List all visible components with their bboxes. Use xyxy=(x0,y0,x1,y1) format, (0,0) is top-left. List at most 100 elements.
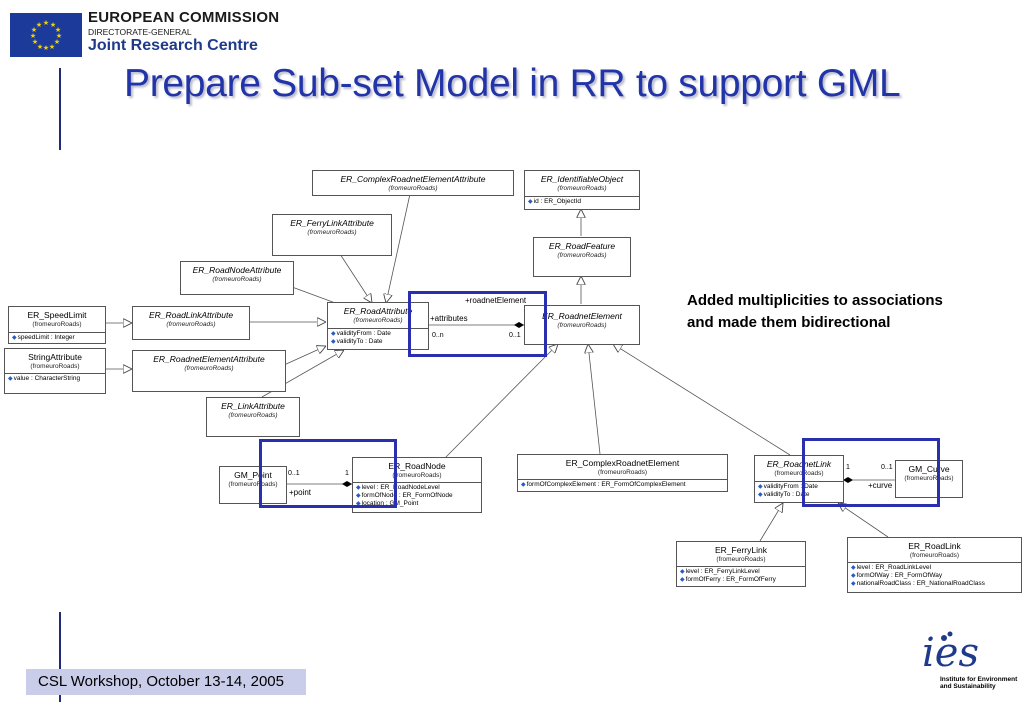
class-package: (fromeuroRoads) xyxy=(597,469,648,476)
class-attribute: validityTo : Date xyxy=(328,338,428,346)
class-package: (fromeuroRoads) xyxy=(388,185,438,192)
class-name: ER_ComplexRoadnetElement xyxy=(565,458,680,468)
class-name: ER_RoadLink xyxy=(908,541,961,551)
class-attribute: formOfFerry : ER_FormOfFerry xyxy=(677,576,805,584)
class-road-feature: ER_RoadFeature (fromeuroRoads) xyxy=(533,237,631,277)
class-attribute: level : ER_RoadNodeLevel xyxy=(353,484,481,492)
class-package: (fromeuroRoads) xyxy=(904,475,954,482)
class-name: GM_Point xyxy=(234,470,272,480)
org-name: EUROPEAN COMMISSION xyxy=(88,9,280,26)
class-road-node: ER_RoadNode (fromeuroRoads) level : ER_R… xyxy=(352,457,482,513)
class-name: ER_RoadnetElementAttribute xyxy=(153,354,265,364)
class-complex-roadnet-element: ER_ComplexRoadnetElement (fromeuroRoads)… xyxy=(517,454,728,492)
class-gm-point: GM_Point (fromeuroRoads) xyxy=(219,466,287,504)
class-package: (fromeuroRoads) xyxy=(307,229,357,236)
svg-text:★: ★ xyxy=(50,21,56,29)
svg-text:★: ★ xyxy=(37,43,43,51)
role-curve: +curve xyxy=(868,481,893,490)
class-package: (fromeuroRoads) xyxy=(557,185,607,192)
multiplicity-1: 1 xyxy=(846,464,850,471)
class-attribute: level : ER_RoadLinkLevel xyxy=(848,564,1021,572)
class-package: (fromeuroRoads) xyxy=(30,363,80,370)
class-name: ER_SpeedLimit xyxy=(27,310,87,320)
multiplicity-0n: 0..n xyxy=(432,332,444,339)
class-package: (fromeuroRoads) xyxy=(909,552,960,559)
class-attribute: location : GM_Point xyxy=(353,500,481,508)
class-package: (fromeuroRoads) xyxy=(212,276,262,283)
class-package: (fromeuroRoads) xyxy=(557,322,607,329)
class-name: GM_Curve xyxy=(908,464,950,474)
class-attribute: nationalRoadClass : ER_NationalRoadClass xyxy=(848,580,1021,588)
svg-text:★: ★ xyxy=(55,26,61,34)
class-name: ER_RoadNode xyxy=(388,461,446,471)
class-attribute: formOfNode : ER_FormOfNode xyxy=(353,492,481,500)
class-name: ER_RoadLinkAttribute xyxy=(148,310,234,320)
class-gm-curve: GM_Curve (fromeuroRoads) xyxy=(895,460,963,498)
ies-logo-text: ies xyxy=(922,630,979,676)
class-ferry-link-attribute: ER_FerryLinkAttribute (fromeuroRoads) xyxy=(272,214,392,256)
svg-text:★: ★ xyxy=(30,32,36,40)
class-roadnet-element-attribute: ER_RoadnetElementAttribute (fromeuroRoad… xyxy=(132,350,286,392)
multiplicity-01: 0..1 xyxy=(288,470,300,477)
eu-flag-logo: ★★★ ★★★ ★★★ ★★★ xyxy=(10,13,82,57)
class-attribute: validityTo : Date xyxy=(755,491,843,499)
centre-name: Joint Research Centre xyxy=(88,37,258,54)
class-identifiable-object: ER_IdentifiableObject (fromeuroRoads) id… xyxy=(524,170,640,210)
role-point: +point xyxy=(289,488,312,497)
annotation-note: Added multiplicities to associations and… xyxy=(687,292,943,331)
class-name: ER_ComplexRoadnetElementAttribute xyxy=(340,174,486,184)
highlight-box xyxy=(408,291,547,357)
class-complex-roadnet-element-attribute: ER_ComplexRoadnetElementAttribute (frome… xyxy=(312,170,514,196)
footer-text: CSL Workshop, October 13-14, 2005 xyxy=(38,673,284,690)
class-package: (fromeuroRoads) xyxy=(353,317,403,324)
class-string-attribute: StringAttribute (fromeuroRoads) value : … xyxy=(4,348,106,394)
class-name: ER_FerryLink xyxy=(715,545,767,555)
class-name: ER_RoadAttribute xyxy=(343,306,413,316)
class-attribute: level : ER_FerryLinkLevel xyxy=(677,568,805,576)
svg-text:★: ★ xyxy=(56,32,62,40)
class-package: (fromeuroRoads) xyxy=(184,365,234,372)
highlight-box xyxy=(259,439,397,508)
ies-subtitle: Institute for Environment and Sustainabi… xyxy=(940,676,1018,690)
class-roadnet-element: ER_RoadnetElement (fromeuroRoads) xyxy=(524,305,640,345)
multiplicity-01: 0..1 xyxy=(881,464,893,471)
class-attribute: id : ER_ObjectId xyxy=(525,198,639,206)
ies-logo: ies xyxy=(918,628,1013,683)
class-package: (fromeuroRoads) xyxy=(392,472,442,479)
role-roadnet-element: +roadnetElement xyxy=(465,296,527,305)
class-package: (fromeuroRoads) xyxy=(557,252,607,259)
class-attribute: validityFrom : Date xyxy=(328,330,428,338)
left-accent-line-bottom xyxy=(59,612,61,702)
class-road-attribute: ER_RoadAttribute (fromeuroRoads) validit… xyxy=(327,302,429,350)
class-package: (fromeuroRoads) xyxy=(228,481,278,488)
class-attribute: value : CharacterString xyxy=(5,375,105,383)
svg-text:★: ★ xyxy=(43,19,49,27)
left-accent-line-top xyxy=(59,68,61,150)
svg-text:★: ★ xyxy=(36,21,42,29)
highlight-box xyxy=(802,438,940,507)
svg-text:★: ★ xyxy=(32,38,38,46)
class-roadnet-link: ER_RoadnetLink (fromeuroRoads) validityF… xyxy=(754,455,844,503)
class-name: ER_RoadnetElement xyxy=(542,311,622,321)
multiplicity-01: 0..1 xyxy=(509,332,521,339)
svg-text:★: ★ xyxy=(54,38,60,46)
class-ferry-link: ER_FerryLink (fromeuroRoads) level : ER_… xyxy=(676,541,806,587)
class-package: (fromeuroRoads) xyxy=(32,321,82,328)
class-attribute: validityFrom : Date xyxy=(755,483,843,491)
directorate-name: DIRECTORATE-GENERAL xyxy=(88,27,192,37)
class-name: StringAttribute xyxy=(28,352,82,362)
class-attribute: formOfWay : ER_FormOfWay xyxy=(848,572,1021,580)
class-name: ER_FerryLinkAttribute xyxy=(290,218,374,228)
svg-text:★: ★ xyxy=(49,43,55,51)
class-speed-limit: ER_SpeedLimit (fromeuroRoads) speedLimit… xyxy=(8,306,106,344)
class-attribute: speedLimit : Integer xyxy=(9,334,105,342)
svg-text:★: ★ xyxy=(43,44,49,52)
class-name: ER_LinkAttribute xyxy=(221,401,285,411)
multiplicity-1: 1 xyxy=(345,470,349,477)
class-name: ER_RoadNodeAttribute xyxy=(192,265,282,275)
class-attribute: formOfComplexElement : ER_FormOfComplexE… xyxy=(518,481,727,489)
page-title: Prepare Sub-set Model in RR to support G… xyxy=(124,62,901,105)
class-name: ER_RoadnetLink xyxy=(766,459,832,469)
class-package: (fromeuroRoads) xyxy=(774,470,824,477)
